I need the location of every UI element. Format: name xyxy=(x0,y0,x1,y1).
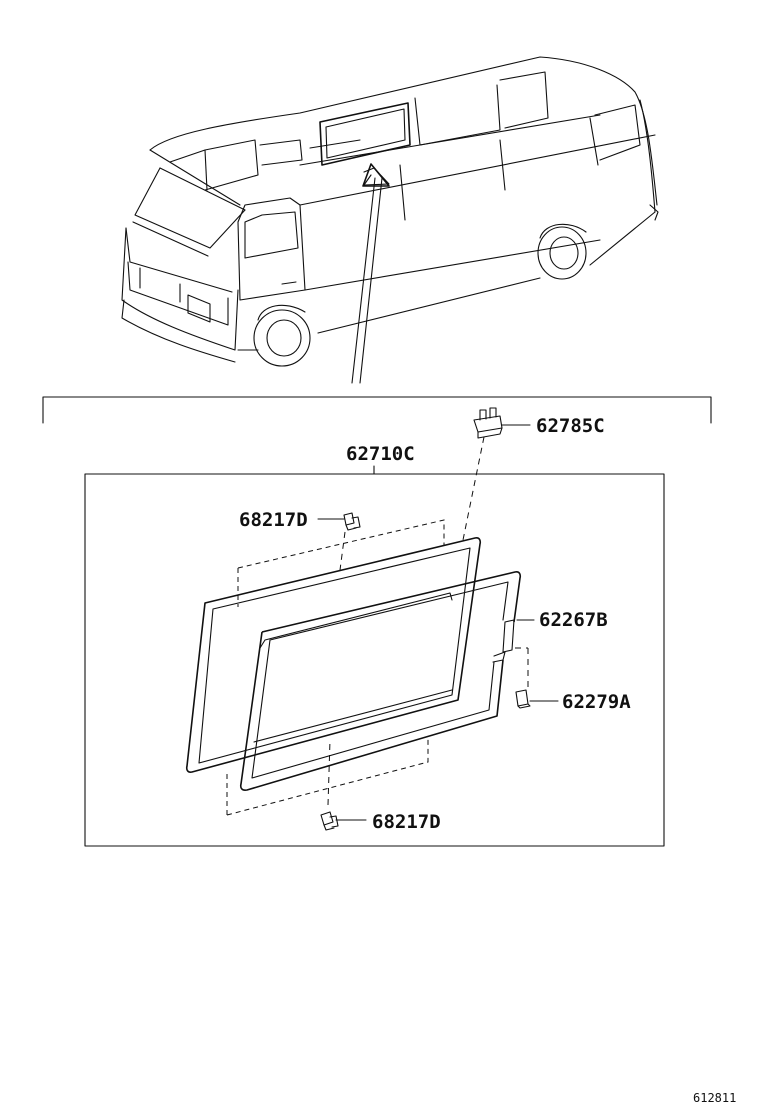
assembly-bracket xyxy=(42,396,712,424)
part-label-clip: 62785C xyxy=(536,415,605,437)
clip-part xyxy=(473,407,503,439)
part-label-glass-assembly: 62710C xyxy=(346,443,415,465)
part-label-spacer: 62279A xyxy=(562,691,631,713)
part-label-weatherstrip: 62267B xyxy=(539,609,608,631)
figure-code: 612811 xyxy=(693,1091,736,1105)
van-illustration xyxy=(121,56,659,384)
spacer-part xyxy=(515,689,531,709)
assembly-frame xyxy=(84,465,665,847)
fastener-top-part xyxy=(343,512,361,531)
fastener-bottom-part xyxy=(320,811,339,831)
dashed-guide-lines xyxy=(226,436,529,816)
window-glass-pane xyxy=(185,537,482,773)
weatherstrip-frame xyxy=(239,571,522,791)
part-label-fastener-top: 68217D xyxy=(239,509,308,531)
part-label-fastener-bottom: 68217D xyxy=(372,811,441,833)
